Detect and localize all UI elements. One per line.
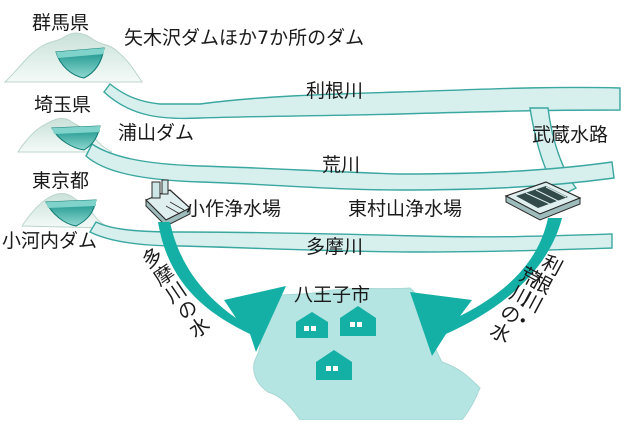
label-musashi-canal: 武蔵水路 — [532, 124, 609, 146]
arrow-tama-water — [158, 222, 286, 352]
label-saitama: 埼玉県 — [34, 94, 92, 116]
ara-river — [85, 142, 615, 191]
dam-urayama — [51, 125, 101, 151]
house-icon — [316, 350, 352, 380]
label-tokyo: 東京都 — [32, 170, 90, 192]
dam-yagisawa — [55, 47, 105, 79]
tama-river — [89, 221, 613, 253]
arrow-tone-ara-water — [410, 218, 562, 356]
label-urayama-dam: 浦山ダム — [118, 122, 195, 144]
label-ara-river: 荒川 — [322, 154, 361, 176]
label-gunma: 群馬県 — [32, 12, 90, 34]
ozaku-plant-icon — [144, 179, 192, 227]
label-yagisawa-dam: 矢木沢ダムほか7か所のダム — [124, 27, 365, 49]
label-tone-river: 利根川 — [306, 80, 364, 102]
label-tama-river: 多摩川 — [306, 236, 364, 258]
house-icon — [340, 306, 376, 336]
label-hachioji: 八王子市 — [294, 284, 371, 306]
label-ozaku-plant: 小作浄水場 — [186, 198, 282, 220]
house-icon — [296, 312, 328, 338]
higashimurayama-plant-icon — [504, 181, 582, 221]
label-higashimurayama-plant: 東村山浄水場 — [348, 198, 463, 220]
dam-ogouchi — [45, 199, 97, 227]
label-ogouchi-dam: 小河内ダム — [2, 230, 98, 252]
tone-river — [103, 83, 621, 120]
